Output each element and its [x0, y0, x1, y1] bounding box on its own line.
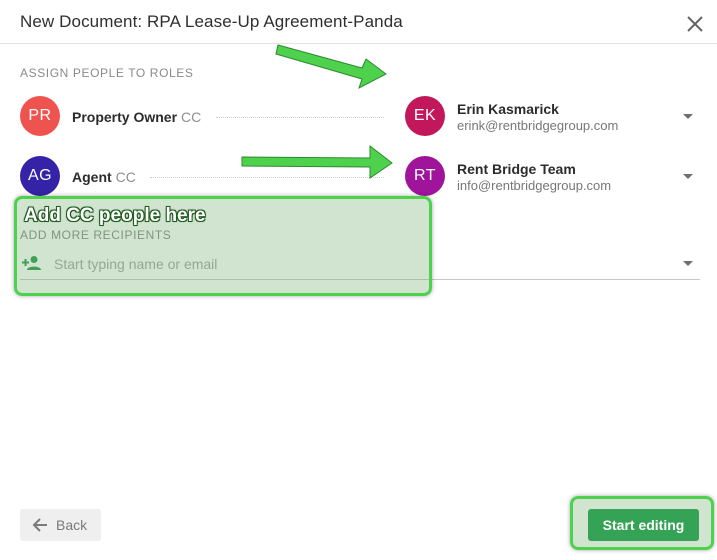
avatar: PR [20, 96, 60, 136]
dialog-header: New Document: RPA Lease-Up Agreement-Pan… [0, 0, 717, 44]
close-icon[interactable] [684, 13, 706, 35]
recipient-name: Rent Bridge Team [457, 161, 576, 177]
annotation-arrow [241, 44, 393, 179]
dotted-connector [150, 177, 384, 178]
roles-section-label: ASSIGN PEOPLE TO ROLES [20, 66, 194, 80]
recipient-initials: EK [413, 107, 437, 124]
recipient-email: erink@rentbridgegroup.com [457, 118, 619, 133]
role-cc-label: CC [115, 169, 136, 185]
add-person-icon [22, 256, 41, 270]
recipient-initials: RT [413, 167, 437, 184]
start-editing-button[interactable]: Start editing [588, 509, 699, 541]
role-initials: AG [27, 167, 53, 184]
chevron-down-icon[interactable] [683, 261, 693, 266]
recipient-search-input[interactable]: Start typing name or email [20, 248, 700, 280]
avatar: EK [405, 96, 445, 136]
back-button[interactable]: Back [20, 509, 101, 541]
chevron-down-icon[interactable] [683, 114, 693, 119]
dialog-title: New Document: RPA Lease-Up Agreement-Pan… [20, 12, 403, 31]
avatar: AG [20, 156, 60, 196]
annotation-highlight [14, 196, 432, 296]
avatar: RT [405, 156, 445, 196]
arrow-left-icon [32, 518, 47, 532]
role-cc-label: CC [181, 109, 202, 125]
back-label: Back [56, 517, 88, 533]
dotted-connector [216, 117, 384, 118]
recipient-name: Erin Kasmarick [457, 101, 559, 117]
recipient-email: info@rentbridgegroup.com [457, 178, 612, 193]
role-initials: PR [28, 107, 52, 124]
chevron-down-icon[interactable] [683, 174, 693, 179]
annotation-text: Add CC people here [24, 205, 206, 226]
search-placeholder: Start typing name or email [54, 256, 218, 272]
add-more-label: ADD MORE RECIPIENTS [20, 228, 172, 242]
